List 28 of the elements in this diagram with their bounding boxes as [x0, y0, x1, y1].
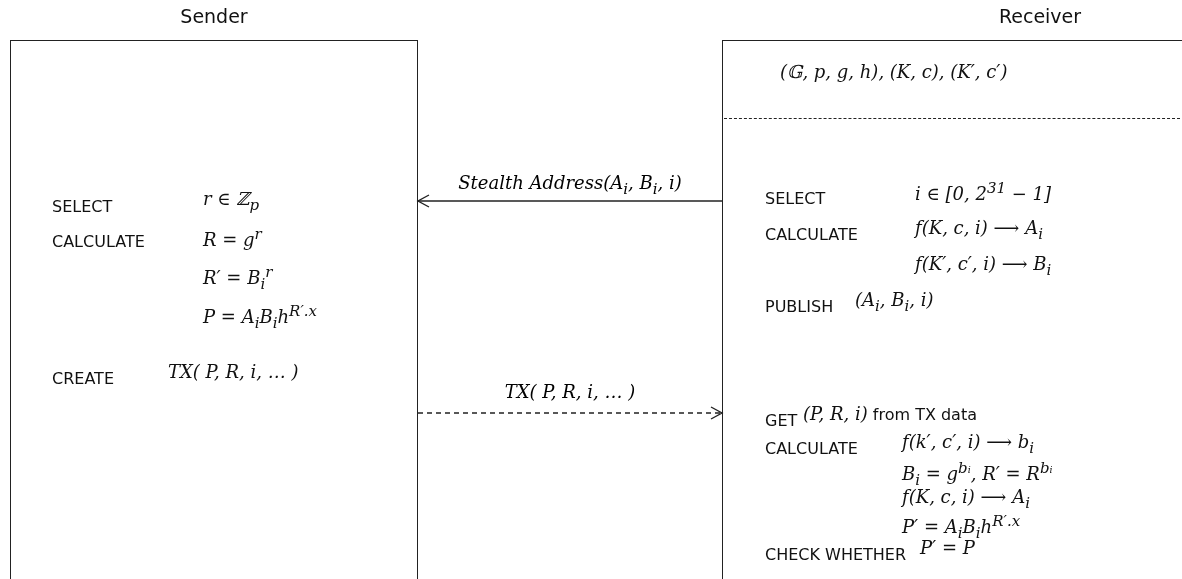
formula-text: (𝔾, p, g, h), (K, c), (K′, c′) — [780, 62, 1008, 83]
formula-text: r ∈ ℤ$_{p}$ — [203, 189, 260, 214]
step-keyword: GET — [765, 412, 798, 431]
formula-text: R = g$^{r}$ — [203, 226, 262, 251]
step-text: (P, R, i) from TX data — [803, 404, 977, 425]
formula-text: i ∈ [0, 2$^{31}$ − 1] — [915, 180, 1051, 205]
column-heading: Sender — [180, 6, 248, 28]
step-keyword: SELECT — [52, 198, 113, 217]
column-heading: Receiver — [998, 6, 1082, 28]
arrow — [417, 406, 723, 420]
formula-text: f(K′, c′, i) ⟶ B$_{i}$ — [915, 254, 1052, 279]
step-keyword: CREATE — [52, 370, 114, 389]
step-keyword: CALCULATE — [765, 440, 858, 459]
formula-text: f(K, c, i) ⟶ A$_{i}$ — [915, 218, 1043, 243]
edge-label: TX( P, R, i, … ) — [502, 381, 638, 402]
formula-text: TX( P, R, i, … ) — [168, 362, 299, 383]
formula-text: (A$_{i}$, B$_{i}$, i) — [855, 290, 934, 315]
step-keyword: PUBLISH — [765, 298, 834, 317]
step-keyword: CALCULATE — [765, 226, 858, 245]
formula-text: P′ = P — [920, 538, 975, 559]
step-keyword: CALCULATE — [52, 233, 145, 252]
formula-text: P = A$_{i}$B$_{i}$h$^{R′.x}$ — [203, 303, 318, 332]
formula-text: f(k′, c′, i) ⟶ b$_{i}$ — [902, 432, 1035, 457]
formula-text: f(K, c, i) ⟶ A$_{i}$ — [902, 487, 1030, 512]
formula-text: B$_{i}$ = g$^{bᵢ}$, R′ = R$^{bᵢ}$ — [902, 460, 1053, 489]
arrow — [417, 194, 723, 208]
step-keyword: SELECT — [765, 190, 826, 209]
step-keyword: CHECK WHETHER — [765, 546, 907, 565]
